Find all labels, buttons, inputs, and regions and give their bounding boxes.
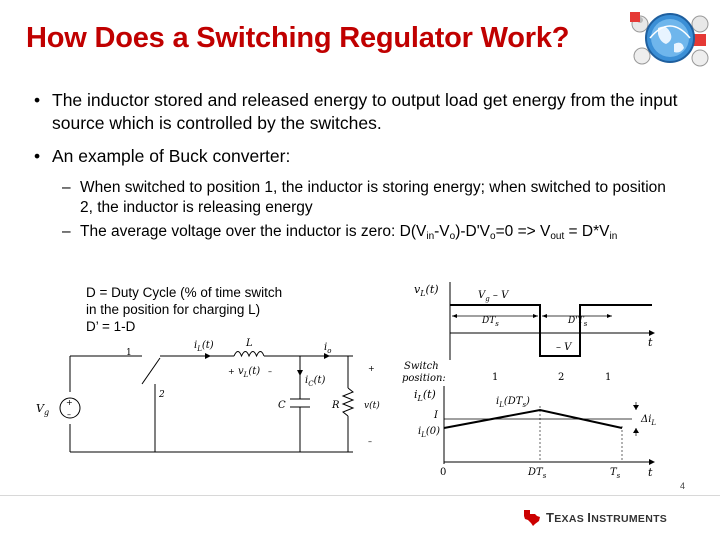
il-label: iL(t): [194, 340, 214, 353]
vout-minus: –: [368, 437, 372, 446]
vl-axis-label: vL(t): [414, 283, 439, 298]
svg-text:–: –: [67, 410, 71, 419]
il-axis-label: iL(t): [414, 388, 436, 403]
duty-cycle-note: D = Duty Cycle (% of time switch in the …: [86, 284, 336, 335]
dts-label: DTs: [481, 316, 499, 328]
note-line-1: D = Duty Cycle (% of time switch: [86, 285, 283, 300]
vg-label: Vg: [36, 402, 49, 417]
delta-il-label: ΔiL: [640, 414, 656, 427]
globe-logo-icon: [630, 12, 709, 67]
ti-logo: TEXAS INSTRUMENTS: [522, 506, 667, 528]
inductor-label: L: [245, 338, 253, 349]
avg-current-label: I: [433, 410, 439, 421]
bullet-list: The inductor stored and released energy …: [30, 89, 700, 246]
vout-label: v(t): [364, 400, 380, 411]
t-axis-label-2: t: [648, 466, 653, 479]
capacitor-label: C: [278, 400, 286, 411]
ic-label: iC(t): [305, 375, 325, 388]
pos-3-label: 1: [605, 372, 611, 383]
subbullet-average-voltage: The average voltage over the inductor is…: [30, 222, 680, 242]
minus-v-label: – V: [556, 342, 573, 353]
vout-plus: +: [368, 364, 375, 373]
ti-wordmark: TEXAS INSTRUMENTS: [546, 509, 668, 525]
vg-minus-v-label: Vg – V: [478, 290, 510, 303]
svg-text:+: +: [66, 398, 73, 407]
il0-label: iL(0): [418, 426, 440, 439]
note-line-3: D’ = 1-D: [86, 319, 136, 334]
switch-pos2-label: 2: [158, 390, 165, 400]
vl-plus: +: [228, 367, 235, 376]
switch-pos1-label: 1: [126, 348, 132, 358]
footer-divider: [0, 495, 720, 496]
subbullet-switch-positions: When switched to position 1, the inducto…: [30, 178, 680, 218]
ts-axis-label: Ts: [610, 467, 621, 480]
il-dts-label: iL(DTs): [496, 396, 530, 409]
bullet-inductor: The inductor stored and released energy …: [30, 89, 700, 135]
io-label: io: [324, 342, 331, 355]
vl-minus: –: [268, 367, 272, 376]
pos-1-label: 1: [492, 372, 498, 383]
texas-state-icon: [524, 510, 540, 526]
t-axis-label-1: t: [648, 336, 653, 349]
page-number: 4: [680, 481, 686, 491]
pos-2-label: 2: [558, 372, 564, 383]
dpts-label: D'Ts: [567, 316, 588, 328]
note-line-2: in the position for charging L): [86, 302, 261, 317]
vl-label: vL(t): [238, 366, 260, 379]
resistor-label: R: [331, 400, 340, 411]
zero-label: 0: [440, 467, 446, 478]
buck-converter-circuit: + – Vg 1 2 iL(t) L + vL(t) – iC(t) C R i…: [36, 338, 380, 453]
dts-axis-label: DTs: [527, 467, 547, 480]
bullet-buck-example: An example of Buck converter:: [30, 145, 700, 168]
slide-title: How Does a Switching Regulator Work?: [26, 22, 570, 54]
